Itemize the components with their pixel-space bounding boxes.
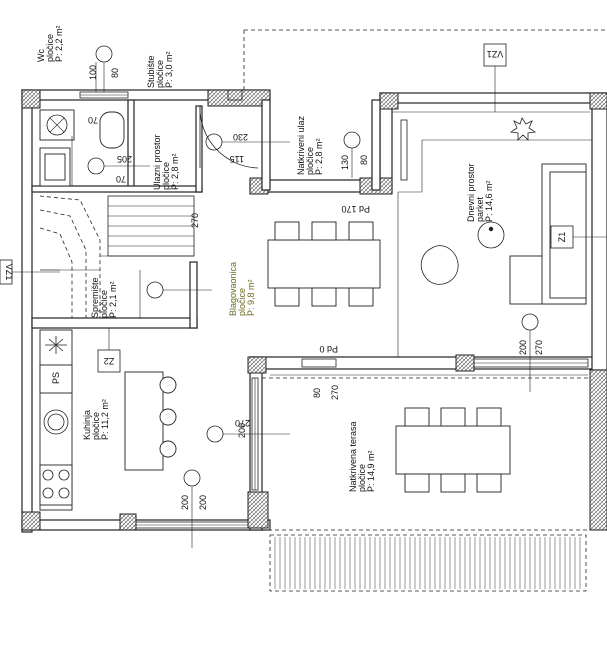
terrace-outline — [262, 374, 591, 592]
svg-text:200: 200 — [198, 495, 208, 510]
svg-text:200: 200 — [180, 495, 190, 510]
svg-text:Z1: Z1 — [557, 232, 567, 243]
kuhinja-floor: pločice — [91, 412, 101, 440]
room-label-terasa: Natkrivena terasa pločice P: 14,9 m² — [348, 421, 376, 492]
tag-z2: Z2 — [97, 349, 121, 373]
ulazni-floor: pločice — [161, 162, 171, 190]
blagovaonica-name: Blagovaonica — [228, 262, 238, 316]
blagovaonica-floor: pločice — [237, 288, 247, 316]
room-label-kuhinja: Kuhinja pločice P: 11,2 m² — [82, 399, 110, 440]
dimension-labels: 100 80 70 205 70 230 115 130 80 Pd 170 2… — [88, 65, 544, 510]
tag-vz1-left: VZ1 — [0, 259, 14, 285]
dnevni-floor: parket — [475, 196, 485, 222]
svg-text:270: 270 — [235, 418, 250, 428]
stubiste-name: Stubište — [146, 55, 156, 88]
natkriveni-ulaz-area: P: 2,8 m² — [314, 138, 324, 175]
wc-floor: pločice — [45, 34, 55, 62]
entrance-door — [199, 89, 259, 169]
svg-text:70: 70 — [88, 115, 98, 125]
room-label-natkriveni-ulaz: Natkriveni ulaz pločice P: 2,8 m² — [296, 115, 324, 175]
svg-text:VZ1: VZ1 — [4, 264, 14, 281]
spremiste-floor: pločice — [99, 290, 109, 318]
svg-text:230: 230 — [233, 132, 248, 142]
stubiste-area: P: 3,0 m² — [164, 51, 174, 88]
room-label-blagovaonica: Blagovaonica pločice P: 9,8 m² — [228, 262, 256, 316]
kuhinja-name: Kuhinja — [82, 410, 92, 440]
ceiling-points — [40, 45, 539, 548]
blagovaonica-area: P: 9,8 m² — [246, 279, 256, 316]
svg-text:270: 270 — [534, 340, 544, 355]
room-label-wc: Wc pločice P: 2,2 m² — [36, 25, 64, 62]
svg-text:80: 80 — [312, 388, 322, 398]
svg-text:80: 80 — [359, 155, 369, 165]
room-label-ulazni: Ulazni prostor pločice P: 2,8 m² — [152, 134, 180, 190]
svg-text:Pd 170: Pd 170 — [341, 204, 370, 214]
terrace-table-set — [395, 407, 511, 493]
interior-partitions — [31, 99, 381, 329]
svg-text:VZ1: VZ1 — [487, 49, 504, 59]
room-label-spremiste: Spremište pločice P: 2,1 m² — [90, 277, 118, 318]
living-furniture — [420, 117, 587, 305]
stubiste-floor: pločice — [155, 60, 165, 88]
tag-vz1-top: VZ1 — [483, 43, 507, 67]
terasa-floor: pločice — [357, 464, 367, 492]
ulazni-area: P: 2,8 m² — [170, 153, 180, 190]
terasa-name: Natkrivena terasa — [348, 421, 358, 492]
dnevni-area: P: 14,6 m² — [484, 180, 494, 222]
tag-ps: PS — [51, 372, 61, 384]
svg-text:70: 70 — [116, 174, 126, 184]
ulazni-name: Ulazni prostor — [152, 134, 162, 190]
structural-columns — [21, 89, 607, 531]
svg-text:115: 115 — [230, 154, 244, 164]
svg-text:Z2: Z2 — [104, 356, 115, 366]
svg-text:205: 205 — [117, 154, 132, 164]
svg-text:270: 270 — [330, 385, 340, 400]
kitchen-fixtures — [39, 329, 177, 511]
spremiste-area: P: 2,1 m² — [108, 281, 118, 318]
kuhinja-area: P: 11,2 m² — [100, 399, 110, 440]
svg-text:270: 270 — [190, 213, 200, 228]
wc-area: P: 2,2 m² — [54, 25, 64, 62]
dnevni-name: Dnevni prostor — [466, 163, 476, 222]
spremiste-name: Spremište — [90, 277, 100, 318]
room-label-stubiste: Stubište pločice P: 3,0 m² — [146, 51, 174, 88]
svg-text:130: 130 — [340, 155, 350, 170]
wc-fixtures — [39, 109, 125, 187]
room-label-dnevni: Dnevni prostor parket P: 14,6 m² — [466, 163, 494, 222]
svg-text:Pd 0: Pd 0 — [319, 344, 338, 354]
natkriveni-ulaz-floor: pločice — [305, 147, 315, 175]
svg-text:80: 80 — [110, 68, 120, 78]
svg-text:100: 100 — [88, 65, 98, 80]
staircase — [39, 195, 195, 318]
living-room-lines — [392, 111, 592, 357]
dining-table-set — [267, 221, 381, 307]
svg-text:200: 200 — [518, 340, 528, 355]
natkriveni-ulaz-name: Natkriveni ulaz — [296, 115, 306, 175]
terasa-area: P: 14,9 m² — [366, 450, 376, 492]
wc-name: Wc — [36, 49, 46, 62]
svg-text:200: 200 — [237, 423, 247, 438]
